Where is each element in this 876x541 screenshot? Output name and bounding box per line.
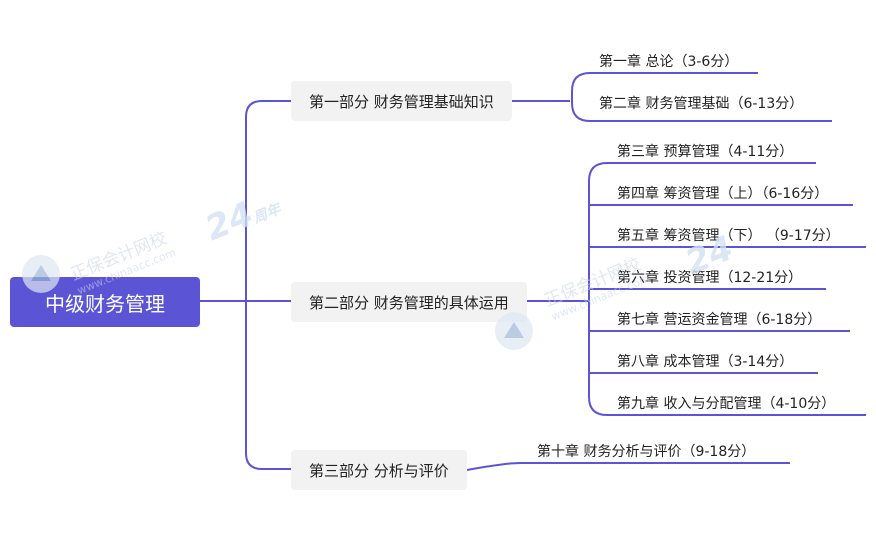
part-label: 第一部分 财务管理基础知识 [309,92,494,111]
chapter-label: 第四章 筹资管理（上）（6-16分） [617,186,829,202]
part-3-branch [466,462,790,471]
watermark-logo-icon [22,255,60,293]
chapter-label: 第十章 财务分析与评价（9-18分） [537,444,756,460]
chapter-label: 第二章 财务管理基础（6-13分） [599,96,804,112]
chapter-label: 第九章 收入与分配管理（4-10分） [617,396,836,412]
part-node-2[interactable]: 第二部分 财务管理的具体运用 [291,282,527,322]
spine-link [245,100,291,470]
chapter-4[interactable]: 第四章 筹资管理（上）（6-16分） [617,183,828,205]
chapter-6[interactable]: 第六章 投资管理（12-21分） [617,267,802,289]
chapter-label: 第五章 筹资管理（下） （9-17分） [617,228,840,244]
chapter-5[interactable]: 第五章 筹资管理（下） （9-17分） [617,225,840,247]
watermark-logo-icon-2 [495,312,533,350]
chapter-8[interactable]: 第八章 成本管理（3-14分） [617,351,793,373]
chapter-1[interactable]: 第一章 总论（3-6分） [599,51,738,73]
part-label: 第三部分 分析与评价 [309,461,449,480]
chapter-7[interactable]: 第七章 营运资金管理（6-18分） [617,309,821,331]
chapter-label: 第七章 营运资金管理（6-18分） [617,312,822,328]
chapter-9[interactable]: 第九章 收入与分配管理（4-10分） [617,393,835,415]
part-node-1[interactable]: 第一部分 财务管理基础知识 [291,81,512,121]
chapter-10[interactable]: 第十章 财务分析与评价（9-18分） [537,441,755,463]
root-label: 中级财务管理 [45,291,165,316]
chapter-2[interactable]: 第二章 财务管理基础（6-13分） [599,93,803,115]
part-node-3[interactable]: 第三部分 分析与评价 [291,450,467,490]
watermark-badge-suffix: 周年 [250,201,283,227]
part-label: 第二部分 财务管理的具体运用 [309,293,509,312]
chapter-label: 第一章 总论（3-6分） [599,54,739,70]
part-1-branch [571,72,832,122]
chapter-label: 第三章 预算管理（4-11分） [617,144,794,160]
chapter-label: 第六章 投资管理（12-21分） [617,270,803,286]
chapter-label: 第八章 成本管理（3-14分） [617,354,794,370]
chapter-3[interactable]: 第三章 预算管理（4-11分） [617,141,793,163]
